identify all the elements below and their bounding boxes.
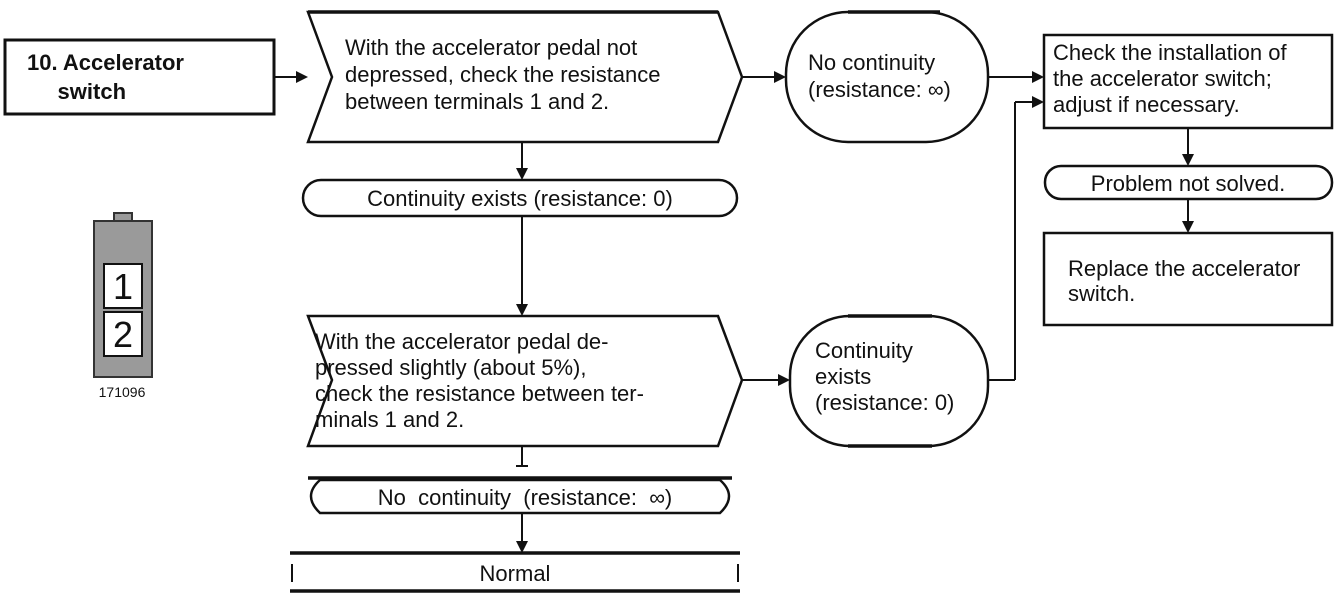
check-depressed-line-1: With the accelerator pedal de- [315,329,609,354]
terminal-connector-illustration: 1 2 [93,212,153,378]
no-continuity-bottom-text: No continuity (resistance: ∞) [378,485,672,510]
start-line-2: switch [27,79,126,104]
start-line-1: 10. Accelerator [27,50,184,75]
connector-no-continuity-to-normal [516,513,528,553]
check-not-depressed-line-2: depressed, check the resistance [345,62,661,87]
terminal-2-label: 2 [113,314,133,355]
check-not-depressed-line-3: between terminals 1 and 2. [345,89,609,114]
check-not-depressed-hexagon: With the accelerator pedal not depressed… [306,10,744,144]
normal-box: Normal [290,551,740,593]
continuity-bottom-line-2: exists [815,364,871,389]
replace-line-1: Replace the accelerator [1068,256,1300,281]
connector-continuity-bottom-to-installation [988,96,1044,381]
check-depressed-hexagon: With the accelerator pedal de- pressed s… [306,314,744,448]
result-continuity-exists-bottom: Continuity exists (resistance: 0) [788,314,990,448]
connector-problem-to-replace [1182,199,1194,233]
normal-text: Normal [480,561,551,586]
replace-line-2: switch. [1068,281,1135,306]
connector-check-depressed-to-continuity-bottom [742,374,790,386]
start-box: 10. Accelerator switch [3,38,276,116]
check-installation-line-2: the accelerator switch; [1053,66,1272,91]
check-installation-line-1: Check the installation of [1053,40,1287,65]
connector-check-to-continuity-top [516,142,528,180]
check-depressed-line-3: check the resistance between ter- [315,381,644,406]
action-check-installation-box: Check the installation of the accelerato… [1042,33,1334,130]
connector-start-to-check [274,71,308,83]
continuity-exists-top-text: Continuity exists (resistance: 0) [367,186,673,211]
check-depressed-line-2: pressed slightly (about 5%), [315,355,586,380]
check-not-depressed-line-1: With the accelerator pedal not [345,35,637,60]
result-continuity-exists-top: Continuity exists (resistance: 0) [301,178,739,218]
connector-check-to-no-continuity [742,71,786,83]
continuity-bottom-line-3: (resistance: 0) [815,390,954,415]
terminal-1-label: 1 [113,266,133,307]
problem-not-solved-pill: Problem not solved. [1043,164,1334,201]
result-no-continuity-top: No continuity (resistance: ∞) [784,10,990,144]
connector-check-depressed-to-no-continuity [516,446,528,467]
action-replace-box: Replace the accelerator switch. [1042,231,1334,327]
figure-number: 171096 [99,384,146,400]
connector-no-continuity-to-installation [988,71,1044,83]
continuity-bottom-line-1: Continuity [815,338,913,363]
connector-continuity-top-to-check-depressed [516,216,528,316]
connector-installation-to-problem [1182,128,1194,166]
no-continuity-top-line-2: (resistance: ∞) [808,77,951,102]
no-continuity-top-line-1: No continuity [808,50,935,75]
result-no-continuity-bottom: No continuity (resistance: ∞) [308,476,732,515]
problem-not-solved-text: Problem not solved. [1091,171,1285,196]
check-installation-line-3: adjust if necessary. [1053,92,1240,117]
check-depressed-line-4: minals 1 and 2. [315,407,464,432]
